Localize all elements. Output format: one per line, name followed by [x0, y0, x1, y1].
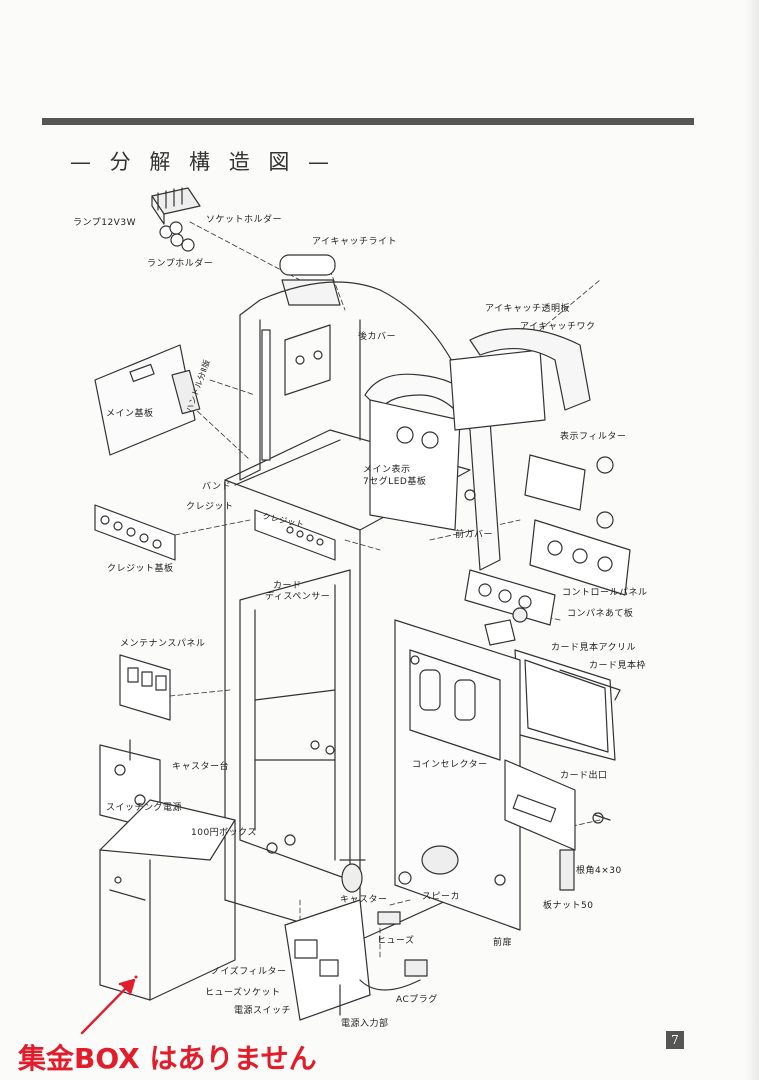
- label-lamp-holder: ランプホルダー: [147, 259, 214, 269]
- label-fuse: ヒューズ: [377, 936, 415, 946]
- maintenance-panel-part: [119, 654, 171, 721]
- label-card-exit: カード出口: [560, 771, 608, 781]
- credit-board-part: [94, 504, 176, 561]
- label-card-dispenser-2: ディスペンサー: [265, 592, 331, 602]
- label-maintenance-panel: メンテナンスパネル: [120, 639, 206, 649]
- arrow-tip-dot: [134, 975, 138, 979]
- main-board-part: [94, 344, 201, 456]
- eyecatch-light-part: [279, 254, 341, 306]
- label-card-sample-frame: カード見本枠: [589, 661, 647, 671]
- label-front-door: 前扉: [493, 938, 513, 948]
- label-fuse-socket: ヒューズソケット: [205, 988, 281, 998]
- label-display-filter: 表示フィルター: [560, 432, 627, 442]
- label-front-cover: 前カバー: [455, 530, 494, 540]
- label-card-dispenser-1: カード: [273, 581, 302, 591]
- label-speaker: スピーカ: [422, 892, 461, 902]
- coin-box-part: [99, 799, 236, 1001]
- lamp-holder-part: [159, 221, 195, 252]
- card-exit-part: [504, 759, 611, 891]
- control-panel-part: [464, 519, 631, 646]
- notice-no-collection-box: 集金BOX はありません: [18, 1042, 317, 1075]
- caster-part: [266, 740, 412, 893]
- label-switching-power: スイッチング電源: [106, 803, 183, 813]
- label-eyecatch-frame: アイキャッチワク: [520, 322, 596, 332]
- label-seg-led-board: 7セグLED基板: [363, 477, 427, 487]
- label-credit-board: クレジット基板: [107, 564, 174, 574]
- label-credit: クレジット: [186, 502, 234, 512]
- page-edge-shadow: [745, 0, 759, 1080]
- label-power-input: 電源入力部: [341, 1019, 389, 1029]
- label-100yen-box: 100円ボックス: [191, 828, 257, 838]
- power-input-part: [284, 899, 428, 1021]
- notice-arrow: [80, 978, 136, 1035]
- page-number: 7: [666, 1031, 684, 1049]
- label-caster-base: キャスター台: [172, 762, 230, 772]
- label-rear-cover: 後カバー: [358, 332, 397, 342]
- label-control-panel: コントロールパネル: [562, 588, 648, 598]
- label-coin-selector: コインセレクター: [412, 760, 488, 770]
- label-eyecatch-clear-plate: アイキャッチ透明板: [485, 304, 571, 314]
- socket-holder-part: [151, 187, 201, 225]
- label-main-display: メイン表示: [363, 465, 411, 475]
- label-socket-holder: ソケットホルダー: [206, 215, 283, 225]
- label-main-board: メイン基板: [106, 409, 154, 419]
- front-door-part: [394, 619, 521, 931]
- header-rule: [42, 118, 694, 125]
- label-card-sample-acrylic: カード見本アクリル: [551, 643, 637, 653]
- label-eyecatch-light: アイキャッチライト: [312, 237, 398, 247]
- credit-strip-part: [254, 509, 336, 561]
- section-title: — 分 解 構 造 図 —: [70, 150, 336, 174]
- label-bolt: 根角4×30: [576, 866, 622, 876]
- label-lamp: ランプ12V3W: [73, 218, 136, 228]
- eyecatch-plate-part: [449, 328, 591, 431]
- label-band: バンド: [202, 482, 231, 492]
- label-noise-filter: ノイズフィルター: [211, 967, 287, 977]
- label-ac-plug: ACプラグ: [396, 995, 438, 1005]
- label-control-panel-backing: コンパネあて板: [567, 609, 634, 619]
- display-filter-part: [524, 454, 614, 529]
- label-power-switch: 電源スイッチ: [234, 1006, 292, 1016]
- label-caster: キャスター: [340, 895, 388, 905]
- label-plate-nut: 板ナット50: [543, 901, 594, 911]
